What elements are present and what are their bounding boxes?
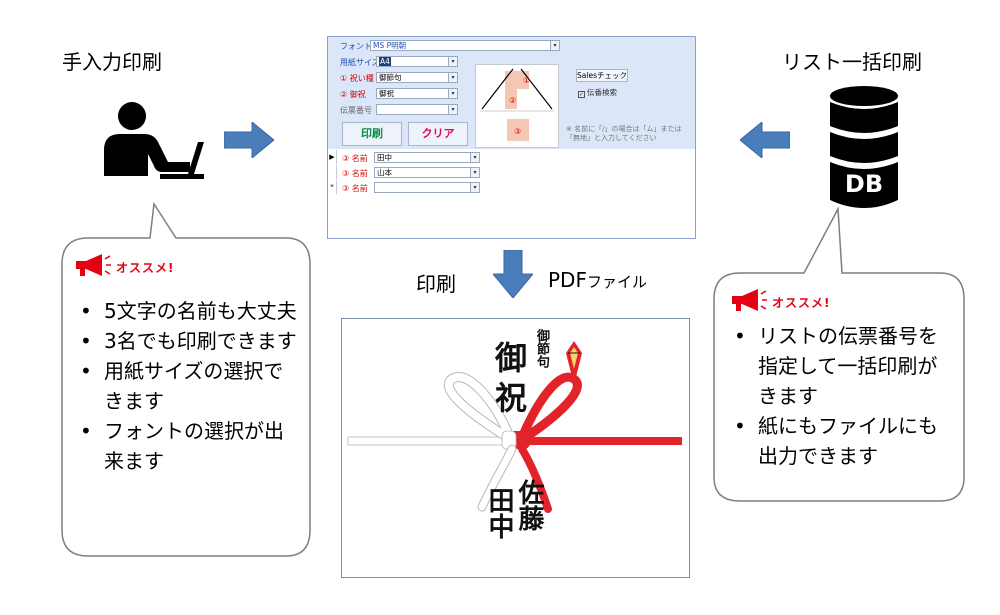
feature-item: 用紙サイズの選択できます [74, 356, 300, 416]
arrow-left-to-app-icon [740, 122, 790, 158]
mizuhiki-cord-icon [347, 341, 682, 513]
arrow-down-icon [493, 250, 533, 298]
name-select[interactable]: 山本▾ [374, 167, 480, 178]
recommend-badge: オススメ! [772, 295, 831, 310]
printed-noshi-output: 御節句 御 祝 佐藤 田中 [341, 318, 690, 578]
preview-mark: ② [509, 96, 516, 105]
name-label: ③ 名前 [342, 184, 368, 193]
name-label: ③ 名前 [342, 169, 368, 178]
gift-word-label: ② 御祝 [340, 90, 366, 99]
chevron-down-icon: ▾ [470, 153, 479, 162]
paper-size-select[interactable]: A4▾ [376, 56, 458, 67]
slip-number-select[interactable]: ▾ [376, 104, 458, 115]
font-label: フォント [340, 42, 372, 51]
name-row: * ③ 名前 ▾ [328, 180, 695, 194]
gift-word-select[interactable]: 御祝▾ [376, 88, 458, 99]
main-title-char: 祝 [490, 381, 528, 413]
row-selector[interactable] [328, 165, 337, 179]
name-select[interactable]: 田中▾ [374, 152, 480, 163]
gift-label-app-window: フォント MS P明朝▾ 用紙サイズ A4▾ ① 祝い種 御節句▾ ② 御祝 御… [327, 36, 696, 239]
chevron-down-icon: ▾ [550, 41, 559, 50]
person-at-laptop-icon [96, 98, 208, 190]
preview-mark: ③ [514, 127, 521, 136]
batch-print-callout: オススメ! リストの伝票番号を指定して一括印刷がきます 紙にもファイルにも出力で… [710, 205, 968, 505]
print-button[interactable]: 印刷 [342, 122, 402, 146]
manual-print-heading: 手入力印刷 [62, 50, 162, 74]
slip-number-label: 伝票番号 [340, 106, 372, 115]
row-selector[interactable]: ▶ [328, 150, 337, 164]
arrow-right-to-app-icon [224, 122, 274, 158]
row-selector[interactable]: * [328, 180, 337, 194]
name-input-note: ※ 名前に「/」の場合は「ム」または 「無地」と入力してください [566, 125, 682, 142]
feature-item: 3名でも印刷できます [74, 326, 300, 356]
slip-search-checkbox[interactable]: ✓伝番検索 [578, 88, 617, 98]
celebration-type-select[interactable]: 御節句▾ [376, 72, 458, 83]
pdf-file-label: PDFファイル [548, 268, 647, 292]
chevron-down-icon: ▾ [470, 183, 479, 192]
recipient-name: 佐藤 [514, 479, 544, 531]
feature-item: フォントの選択が出来ます [74, 416, 300, 476]
manual-print-callout: オススメ! 5文字の名前も大丈夫 3名でも印刷できます 用紙サイズの選択できます… [58, 200, 314, 560]
chevron-down-icon: ▾ [448, 105, 457, 114]
name-row: ③ 名前 山本▾ [328, 165, 695, 179]
print-label: 印刷 [416, 272, 456, 296]
manual-print-features: 5文字の名前も大丈夫 3名でも印刷できます 用紙サイズの選択できます フォントの… [74, 296, 300, 476]
checkbox-checked-icon: ✓ [578, 91, 585, 98]
recipient-name: 田中 [484, 487, 514, 539]
db-label: DB [844, 170, 884, 198]
batch-print-heading: リスト一括印刷 [782, 50, 922, 74]
occasion-small-title: 御節句 [534, 329, 549, 368]
celebration-type-label: ① 祝い種 [340, 74, 374, 83]
feature-item: リストの伝票番号を指定して一括印刷がきます [728, 321, 954, 411]
paper-size-label: 用紙サイズ [340, 58, 380, 67]
feature-item: 紙にもファイルにも出力できます [728, 411, 954, 471]
chevron-down-icon: ▾ [448, 89, 457, 98]
name-label: ③ 名前 [342, 154, 368, 163]
settings-panel: フォント MS P明朝▾ 用紙サイズ A4▾ ① 祝い種 御節句▾ ② 御祝 御… [328, 37, 695, 149]
font-select[interactable]: MS P明朝▾ [370, 40, 560, 51]
clear-button[interactable]: クリア [408, 122, 468, 146]
feature-item: 5文字の名前も大丈夫 [74, 296, 300, 326]
recommend-badge: オススメ! [116, 260, 175, 275]
label-preview: ① ② ③ [475, 64, 559, 148]
main-title-char: 御 [490, 341, 528, 373]
database-icon [826, 84, 902, 214]
chevron-down-icon: ▾ [448, 57, 457, 66]
chevron-down-icon: ▾ [448, 73, 457, 82]
megaphone-icon [72, 252, 112, 282]
name-row: ▶ ③ 名前 田中▾ [328, 150, 695, 164]
name-select[interactable]: ▾ [374, 182, 480, 193]
megaphone-icon [728, 287, 768, 317]
chevron-down-icon: ▾ [470, 168, 479, 177]
batch-print-features: リストの伝票番号を指定して一括印刷がきます 紙にもファイルにも出力できます [728, 321, 954, 471]
preview-mark: ① [523, 76, 530, 85]
sales-check-button[interactable]: Salesチェック [576, 69, 628, 82]
